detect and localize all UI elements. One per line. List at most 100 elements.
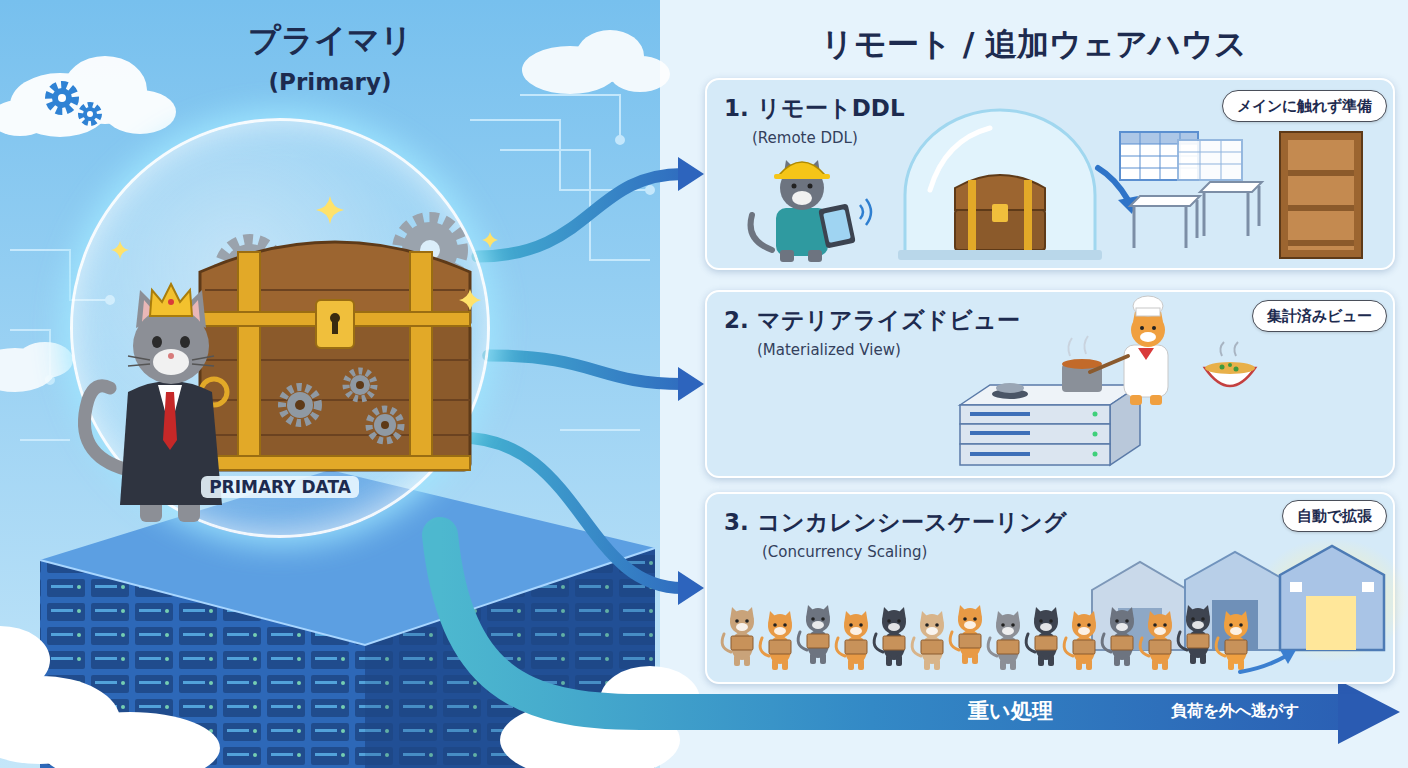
cat-parade bbox=[798, 605, 830, 664]
treasure-chest bbox=[238, 252, 260, 470]
move-arrow bbox=[1280, 650, 1296, 664]
empty-tables bbox=[1200, 182, 1262, 192]
text-slot: リモート / 追加ウェアハウス bbox=[660, 24, 1408, 64]
empty-tables bbox=[1204, 186, 1259, 236]
label-slot: 重い処理 bbox=[810, 698, 1210, 724]
sparkle bbox=[316, 196, 344, 224]
node-heading: 自動で拡張 bbox=[1297, 507, 1372, 526]
shelf bbox=[1280, 132, 1362, 258]
circuit-lines bbox=[470, 120, 650, 190]
server-stove bbox=[970, 412, 1030, 456]
glass-dome bbox=[968, 180, 976, 250]
label-slot: 負荷を外へ逃がす bbox=[1035, 701, 1408, 721]
engineer-cat bbox=[808, 184, 813, 189]
cat-parade bbox=[722, 607, 754, 666]
engineer-cat bbox=[778, 162, 826, 176]
speech-bubble: 自動で拡張 bbox=[1282, 500, 1387, 532]
empty-tables bbox=[1134, 200, 1197, 248]
node-heading: リモート / 追加ウェアハウス bbox=[821, 25, 1248, 63]
warehouses bbox=[1092, 562, 1188, 650]
server-stove bbox=[960, 385, 1140, 405]
chef-cat bbox=[1140, 332, 1156, 342]
arrow-label: 重い処理 bbox=[968, 699, 1053, 723]
empty-tables bbox=[1247, 192, 1250, 236]
arrow-head bbox=[678, 367, 704, 401]
circuit-lines bbox=[560, 429, 640, 431]
cloud-top-left bbox=[0, 100, 50, 136]
text-slot: (Remote DDL) bbox=[752, 128, 858, 148]
left-sky bbox=[0, 0, 660, 768]
server-stove bbox=[1068, 338, 1072, 356]
schema-grid bbox=[1200, 140, 1201, 180]
engineer-cat bbox=[780, 250, 794, 262]
arrow-head bbox=[678, 571, 704, 605]
server-stove bbox=[970, 431, 1030, 435]
cat-parade bbox=[1178, 605, 1210, 664]
node-heading: プライマリ bbox=[248, 21, 413, 59]
cloud-mid-left bbox=[0, 342, 73, 392]
engineer-cat bbox=[792, 191, 812, 205]
server-stove bbox=[960, 336, 1140, 465]
sparkle bbox=[459, 289, 481, 311]
king-cat bbox=[180, 336, 190, 348]
chef-cat bbox=[1136, 308, 1160, 316]
soup-bowl bbox=[1220, 365, 1225, 370]
glass-dome bbox=[1024, 180, 1032, 250]
empty-tables bbox=[1203, 192, 1206, 236]
move-arrow bbox=[1240, 650, 1296, 672]
gear-icon bbox=[83, 107, 97, 121]
text-slot: 1. リモートDDL bbox=[724, 94, 905, 123]
cat-parade bbox=[1064, 611, 1096, 670]
treasure-chest bbox=[350, 375, 370, 395]
text-slot: 3. コンカレンシースケーリング bbox=[724, 508, 1067, 537]
node-heading: 1. リモートDDL bbox=[724, 95, 905, 121]
king-cat bbox=[84, 386, 128, 470]
treasure-chest bbox=[200, 242, 470, 470]
king-cat bbox=[84, 284, 222, 522]
gear-icon bbox=[52, 88, 72, 108]
treasure-chest bbox=[381, 421, 389, 429]
warehouses bbox=[1280, 546, 1384, 650]
chef-cat bbox=[1140, 326, 1144, 330]
king-cat bbox=[152, 336, 162, 348]
shelf bbox=[1288, 170, 1354, 246]
cat-parade bbox=[874, 607, 906, 666]
node-subtitle: (Remote DDL) bbox=[752, 129, 858, 147]
king-cat bbox=[153, 349, 189, 375]
cat-parade bbox=[988, 611, 1020, 670]
warehouses bbox=[1290, 582, 1302, 592]
server-stove bbox=[960, 424, 1110, 444]
engineer-cat bbox=[792, 184, 797, 189]
text-slot: プライマリ bbox=[0, 20, 660, 60]
server-stove bbox=[1093, 452, 1098, 457]
text-slot: (Concurrency Scaling) bbox=[762, 542, 927, 562]
cat-parade bbox=[1140, 611, 1172, 670]
empty-tables bbox=[1133, 206, 1136, 248]
schema-grid bbox=[1178, 140, 1242, 180]
shelf bbox=[1288, 205, 1354, 211]
empty-tables bbox=[1130, 182, 1262, 248]
cloud-top-right bbox=[610, 56, 670, 92]
soup-bowl bbox=[1234, 367, 1239, 372]
glass-dome bbox=[992, 204, 1008, 222]
king-cat bbox=[128, 356, 150, 360]
chef-cat bbox=[1133, 296, 1163, 316]
arrow-head bbox=[678, 157, 704, 191]
text-slot: (Materialized View) bbox=[757, 340, 901, 360]
treasure-chest bbox=[374, 414, 396, 436]
node-subtitle: (Primary) bbox=[269, 69, 392, 95]
engineer-cat bbox=[751, 160, 871, 262]
treasure-chest bbox=[295, 400, 305, 410]
server-stove bbox=[970, 452, 1030, 456]
gear-icon bbox=[81, 105, 99, 123]
shelf bbox=[1288, 170, 1354, 176]
sparkle bbox=[111, 196, 498, 311]
shelf bbox=[1288, 240, 1354, 246]
treasure-chest bbox=[282, 387, 318, 423]
soup-bowl bbox=[1220, 342, 1224, 356]
cat-parade bbox=[760, 611, 792, 670]
node-heading: PRIMARY DATA bbox=[201, 476, 359, 498]
chef-cat bbox=[1131, 313, 1165, 347]
king-cat bbox=[168, 299, 174, 305]
soup-bowl bbox=[1234, 342, 1238, 356]
